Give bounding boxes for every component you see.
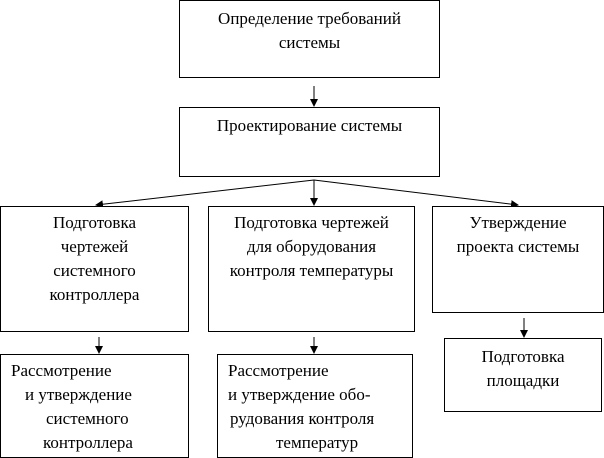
node-design: Проектирование системы — [179, 107, 440, 177]
node-requirements: Определение требований системы — [179, 0, 440, 78]
node-approval-line-1: Утверждение — [469, 213, 567, 232]
node-review-system-line-1: Рассмотрение — [11, 361, 112, 380]
node-approval: Утверждение проекта системы — [432, 206, 604, 313]
node-temperature-drawings: Подготовка чертежей для оборудования кон… — [208, 206, 415, 332]
node-site-preparation-line-1: Подготовка — [481, 347, 565, 366]
node-system-drawings-line-3: системного — [53, 261, 136, 280]
node-system-drawings: Подготовка чертежей системного контролле… — [0, 206, 189, 332]
node-system-drawings-line-4: контроллера — [49, 285, 140, 304]
node-system-drawings-line-1: Подготовка — [52, 213, 137, 232]
node-review-system-line-2: и утверждение — [25, 385, 132, 404]
node-review-system-line-4: контроллера — [43, 433, 133, 452]
node-requirements-line-1: Определение требований — [218, 9, 401, 28]
node-review-system-line-3: системного — [46, 409, 129, 428]
node-requirements-line-2: системы — [278, 33, 341, 52]
node-review-temp-line-4: температур — [276, 433, 359, 452]
node-review-temperature-equipment: Рассмотрение и утверждение обо- рудовани… — [217, 354, 413, 458]
node-approval-line-2: проекта системы — [456, 237, 580, 256]
arrow-design-to-system-drawings — [95, 179, 315, 209]
node-temperature-drawings-line-3: контроля температуры — [229, 261, 394, 280]
node-review-temp-line-3: рудования контроля — [230, 409, 375, 428]
node-review-system-controller: Рассмотрение и утверждение системного ко… — [0, 354, 189, 458]
arrow-design-to-approval — [313, 179, 519, 209]
node-review-temp-line-2: и утверждение обо- — [228, 385, 371, 404]
node-site-preparation: Подготовка площадки — [444, 338, 602, 412]
node-temperature-drawings-line-1: Подготовка чертежей — [234, 213, 389, 232]
node-site-preparation-line-2: площадки — [486, 371, 560, 390]
node-system-drawings-line-2: чертежей — [60, 237, 129, 256]
node-design-line-1: Проектирование системы — [216, 116, 403, 135]
node-review-temp-line-1: Рассмотрение — [228, 361, 329, 380]
node-temperature-drawings-line-2: для оборудования — [246, 237, 377, 256]
